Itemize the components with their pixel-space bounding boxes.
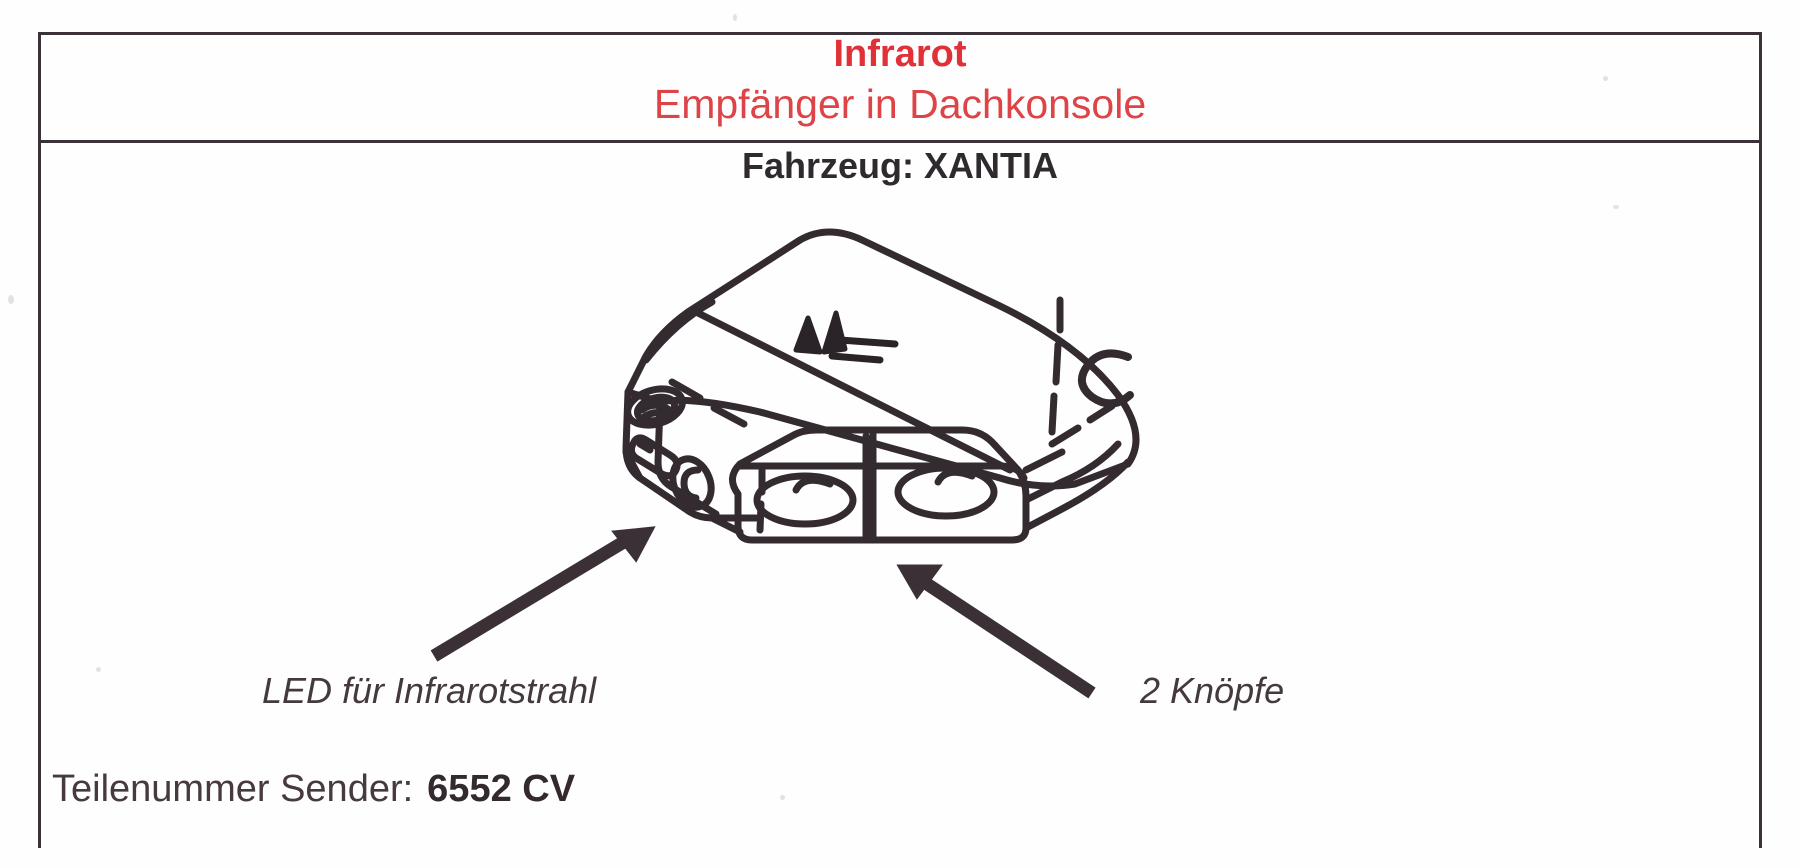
header-band	[38, 32, 1762, 143]
page-border-frame	[38, 32, 1762, 848]
vehicle-subtitle: Fahrzeug: XANTIA	[741, 145, 1058, 186]
scan-speck	[733, 14, 737, 21]
page-title-secondary: Empfänger in Dachkonsole	[653, 81, 1147, 127]
page-title-primary: Infrarot	[833, 33, 967, 75]
scan-speck	[1603, 76, 1608, 81]
part-number-label: Teilenummer Sender:	[52, 768, 414, 810]
scan-speck	[96, 667, 101, 672]
scan-speck	[8, 295, 14, 304]
scan-speck	[1613, 205, 1619, 209]
callout-label-led: LED für Infrarotstrahl	[262, 670, 597, 711]
callout-label-buttons: 2 Knöpfe	[1140, 670, 1285, 711]
part-number-value: 6552 CV	[427, 768, 576, 810]
scan-speck	[780, 795, 785, 800]
part-number-line: Teilenummer Sender: 6552 CV	[52, 770, 575, 808]
